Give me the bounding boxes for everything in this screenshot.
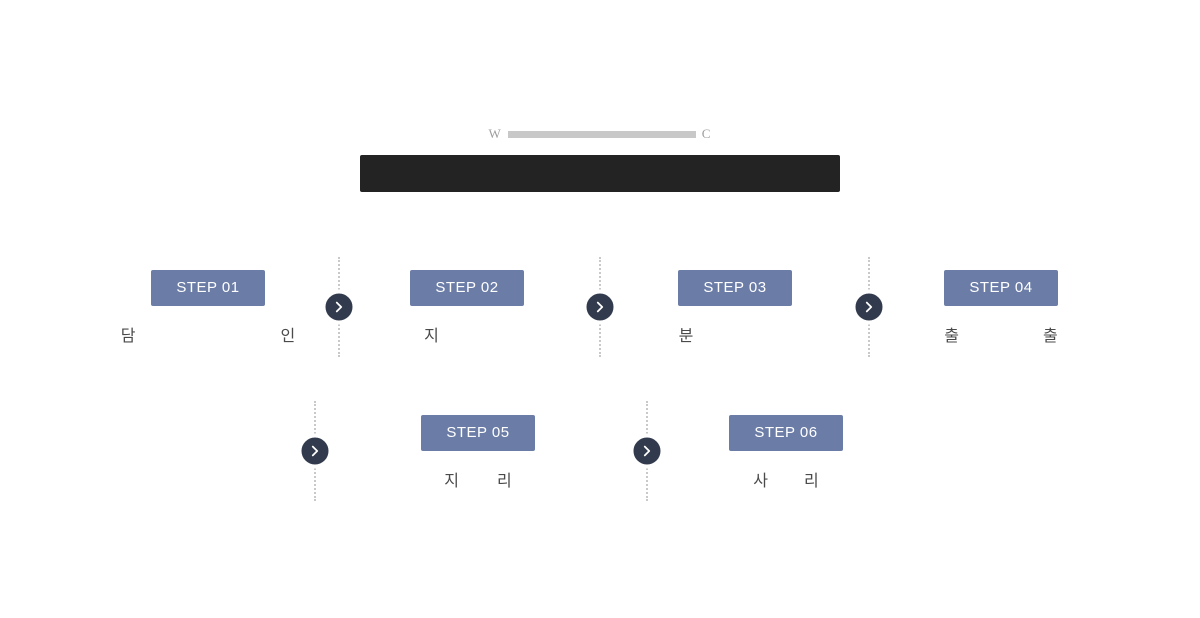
arrow-step3-to-step4 xyxy=(851,257,887,357)
step-03: STEP 03 분 xyxy=(585,270,885,346)
step-05-badge: STEP 05 xyxy=(421,415,535,451)
arrow-step4-to-step5 xyxy=(297,401,333,501)
chevron-right-icon xyxy=(297,433,333,469)
step-01-caption-left: 담 xyxy=(120,328,136,345)
step-04-caption-obscured-gap xyxy=(959,340,1043,341)
step-05-caption-obscured-gap xyxy=(459,485,497,486)
step-01-caption-obscured-gap xyxy=(136,340,281,341)
step-03-caption-left: 분 xyxy=(678,328,694,345)
arrow-step5-to-step6 xyxy=(629,401,665,501)
step-06: STEP 06 사 리 xyxy=(636,415,936,491)
step-06-badge: STEP 06 xyxy=(729,415,843,451)
step-03-badge: STEP 03 xyxy=(678,270,792,306)
step-06-caption-left: 사 xyxy=(753,473,768,490)
eyebrow-left-char: W xyxy=(488,126,502,141)
title-bar xyxy=(360,155,840,192)
step-05-caption-left: 지 xyxy=(444,473,459,490)
step-03-caption-obscured-gap xyxy=(693,340,791,341)
chevron-right-icon xyxy=(629,433,665,469)
chevron-right-icon xyxy=(851,289,887,325)
step-02-caption-obscured-gap xyxy=(439,340,510,341)
eyebrow-right-char: C xyxy=(701,126,712,141)
step-01-caption-right: 인 xyxy=(280,328,296,345)
eyebrow-bar xyxy=(507,130,696,138)
step-01-badge: STEP 01 xyxy=(151,270,265,306)
step-06-caption-obscured-gap xyxy=(768,485,804,486)
step-02-caption-left: 지 xyxy=(424,328,439,345)
step-06-caption-right: 리 xyxy=(804,473,819,490)
step-02-caption: 지 xyxy=(317,328,617,346)
step-01: STEP 01 담 인 xyxy=(58,270,358,346)
step-02-badge: STEP 02 xyxy=(410,270,524,306)
step-04: STEP 04 출 출 xyxy=(851,270,1151,346)
step-04-caption-left: 출 xyxy=(944,328,959,345)
step-04-badge: STEP 04 xyxy=(944,270,1058,306)
eyebrow: W C xyxy=(0,126,1200,142)
arrow-step1-to-step2 xyxy=(321,257,357,357)
step-05-caption: 지 리 xyxy=(328,473,628,491)
chevron-right-icon xyxy=(582,289,618,325)
step-06-caption: 사 리 xyxy=(636,473,936,491)
step-03-caption: 분 xyxy=(585,328,885,346)
chevron-right-icon xyxy=(321,289,357,325)
step-02: STEP 02 지 xyxy=(317,270,617,346)
step-04-caption-right: 출 xyxy=(1043,328,1058,345)
step-01-caption: 담 인 xyxy=(58,328,358,346)
step-05-caption-right: 리 xyxy=(497,473,512,490)
step-05: STEP 05 지 리 xyxy=(328,415,628,491)
arrow-step2-to-step3 xyxy=(582,257,618,357)
step-04-caption: 출 출 xyxy=(851,328,1151,346)
